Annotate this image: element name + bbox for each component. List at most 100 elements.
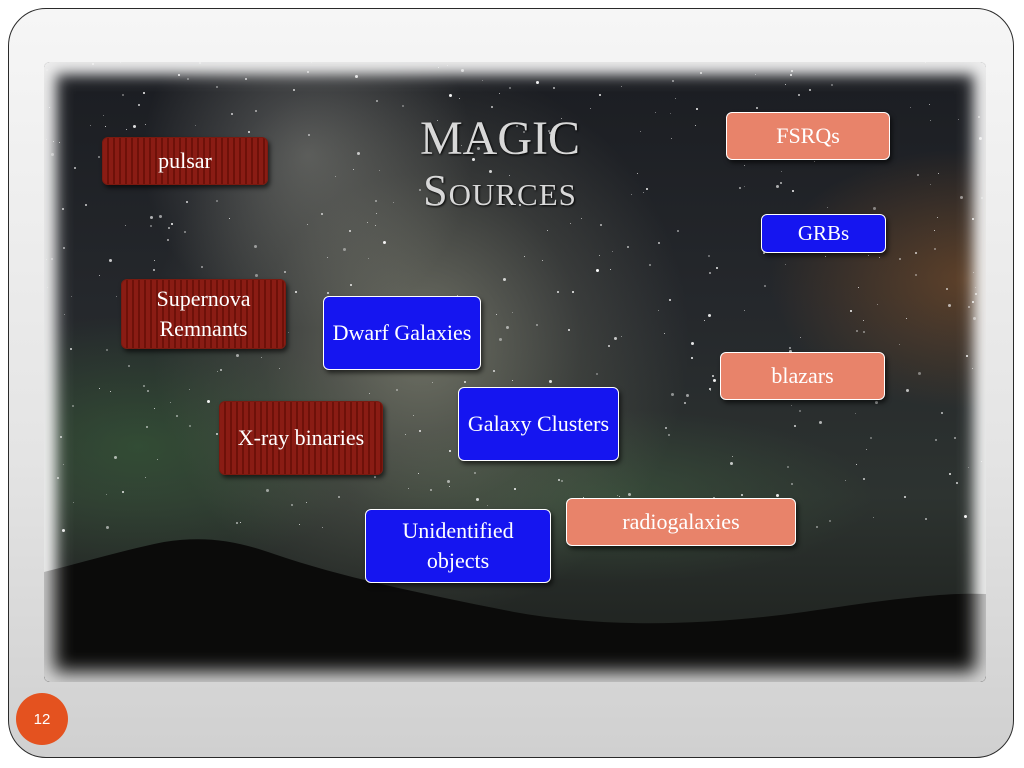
star xyxy=(789,347,791,349)
star xyxy=(568,329,570,331)
star xyxy=(536,81,539,84)
star xyxy=(561,480,563,482)
star xyxy=(799,410,801,412)
star xyxy=(186,201,188,203)
star xyxy=(670,113,671,114)
star xyxy=(189,425,191,427)
grbs-label: GRBs xyxy=(798,219,849,247)
star xyxy=(157,459,158,460)
star xyxy=(187,78,189,80)
star xyxy=(934,230,935,231)
star xyxy=(499,93,500,94)
star xyxy=(199,62,201,64)
star xyxy=(966,355,968,357)
star xyxy=(755,74,756,75)
star xyxy=(105,126,106,127)
star xyxy=(899,344,900,345)
star xyxy=(794,425,796,427)
star xyxy=(46,259,47,260)
star xyxy=(671,393,674,396)
star xyxy=(327,292,329,294)
star xyxy=(672,80,674,82)
star xyxy=(863,320,864,321)
star xyxy=(413,415,414,416)
star xyxy=(122,94,124,96)
star xyxy=(60,436,62,438)
star xyxy=(785,84,786,85)
slide-title: MAGIC Sources xyxy=(390,112,610,215)
star xyxy=(596,269,599,272)
star xyxy=(514,488,516,490)
star xyxy=(207,400,210,403)
star xyxy=(143,385,145,387)
star xyxy=(791,70,793,72)
star xyxy=(776,185,779,188)
star xyxy=(978,116,980,118)
star xyxy=(542,260,543,261)
dwarf-galaxies-label: Dwarf Galaxies xyxy=(333,318,472,348)
star xyxy=(643,192,644,193)
radiogalaxies-label: radiogalaxies xyxy=(622,507,739,537)
star xyxy=(925,62,926,63)
star xyxy=(116,296,117,297)
fsrqs-box: FSRQs xyxy=(726,112,890,160)
galaxy-clusters-label: Galaxy Clusters xyxy=(468,409,609,439)
star xyxy=(640,131,641,132)
star xyxy=(744,310,745,311)
star xyxy=(866,449,867,450)
star xyxy=(493,370,495,372)
star xyxy=(741,494,743,496)
star xyxy=(855,413,856,414)
star xyxy=(357,152,360,155)
star xyxy=(712,375,714,377)
star xyxy=(150,216,153,219)
star xyxy=(557,291,559,293)
star xyxy=(49,107,50,108)
star xyxy=(780,182,782,184)
star xyxy=(739,187,741,189)
star xyxy=(863,331,865,333)
supernova-remnants-label: Supernova Remnants xyxy=(130,284,277,343)
star xyxy=(684,402,686,404)
star xyxy=(375,200,377,202)
star xyxy=(675,98,676,99)
star xyxy=(122,491,124,493)
star xyxy=(379,170,380,171)
star xyxy=(710,390,711,391)
star xyxy=(628,493,631,496)
star xyxy=(868,255,869,256)
star xyxy=(809,89,811,91)
star xyxy=(154,260,155,261)
star xyxy=(716,267,718,269)
star xyxy=(845,480,846,481)
star xyxy=(800,337,801,338)
star xyxy=(691,342,694,345)
star xyxy=(870,437,872,439)
star xyxy=(496,314,497,315)
star xyxy=(831,84,833,86)
star xyxy=(948,304,951,307)
star xyxy=(59,142,60,143)
star xyxy=(474,472,476,474)
star xyxy=(248,131,250,133)
star xyxy=(92,63,94,65)
star xyxy=(168,227,170,229)
star xyxy=(776,494,779,497)
star xyxy=(405,434,406,435)
star xyxy=(956,482,958,484)
star xyxy=(432,382,433,383)
star xyxy=(295,291,297,293)
star xyxy=(669,299,671,301)
star xyxy=(449,450,451,452)
star xyxy=(850,310,852,312)
star xyxy=(612,251,613,252)
star xyxy=(858,287,859,288)
star xyxy=(236,354,239,357)
star xyxy=(610,269,611,270)
star xyxy=(171,223,173,225)
page-number-badge: 12 xyxy=(16,693,68,745)
star xyxy=(664,333,665,334)
radiogalaxies-box: radiogalaxies xyxy=(566,498,796,546)
star xyxy=(72,405,74,407)
star xyxy=(120,62,121,63)
